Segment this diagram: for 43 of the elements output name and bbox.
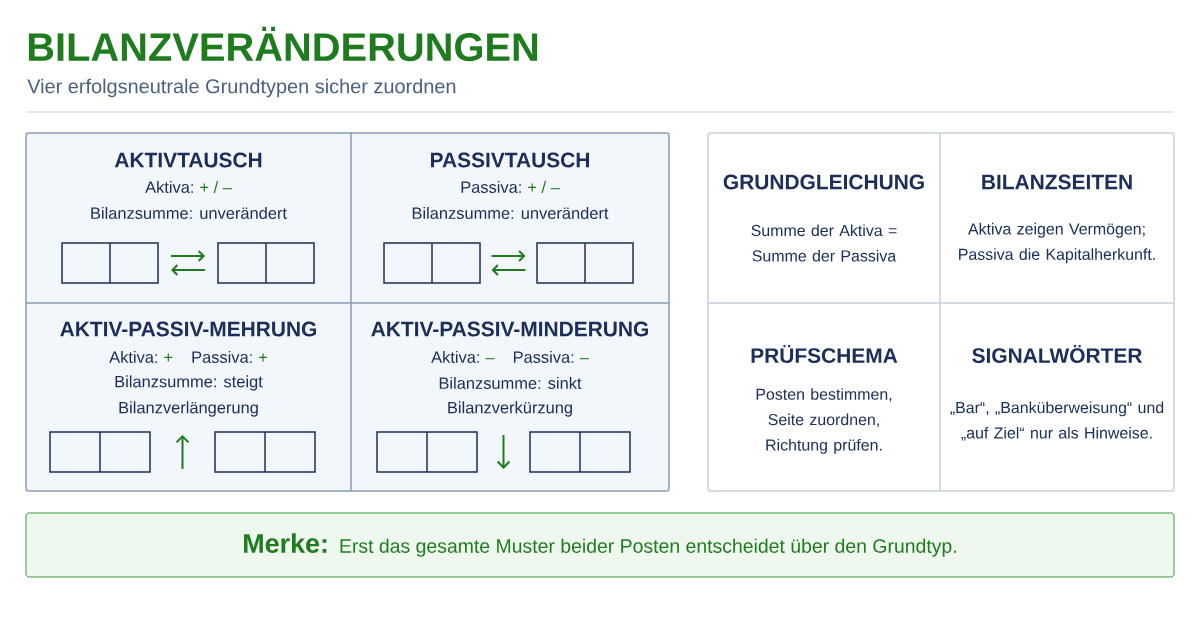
body-text: Aktiva: bbox=[431, 350, 479, 364]
cell-heading: SIGNALWÖRTER bbox=[972, 344, 1142, 364]
body-text: „Bar“, „Banküberweisung“ und „auf Ziel“ nur als Hinweise. bbox=[950, 401, 1164, 441]
body-text: Passiva: bbox=[513, 350, 574, 364]
cell-heading: PRÜFSCHEMA bbox=[751, 344, 898, 364]
grid-cell bbox=[350, 302, 670, 492]
cell-heading: AKTIVTAUSCH bbox=[114, 152, 262, 168]
grid-cell bbox=[707, 132, 941, 304]
note-text: Erst das gesamte Muster beider Posten entscheidet über den Grundtyp. bbox=[340, 538, 956, 557]
sign-symbol: – bbox=[485, 358, 495, 360]
grid-cell bbox=[350, 132, 670, 304]
body-text: Bilanzverkürzung bbox=[448, 401, 572, 417]
grid-cell bbox=[25, 132, 352, 304]
body-text: Passiva: bbox=[461, 180, 521, 194]
body-text: Bilanzsumme: sinkt bbox=[439, 376, 582, 390]
body-text: Passiva: bbox=[192, 350, 252, 364]
body-text: Aktiva: bbox=[145, 180, 193, 194]
body-text: Summe der Aktiva = Summe der Passiva bbox=[751, 224, 897, 262]
grid-cell bbox=[939, 302, 1175, 492]
sign-symbol: – bbox=[579, 358, 589, 360]
sign-symbol: + / – bbox=[528, 180, 560, 194]
sign-symbol: + / – bbox=[200, 180, 232, 194]
subtitle: Vier erfolgsneutrale Grundtypen sicher zuordnen bbox=[27, 78, 456, 98]
body-text: Aktiva zeigen Vermögen; Passiva die Kapitalherkunft. bbox=[959, 222, 1155, 264]
body-text: Posten bestimmen, Seite zuordnen, Richtung prüfen. bbox=[756, 388, 892, 454]
cell-heading: AKTIV-PASSIV-MEHRUNG bbox=[60, 321, 317, 337]
cell-heading: BILANZSEITEN bbox=[982, 174, 1132, 190]
grid-cell bbox=[707, 302, 941, 492]
sign-symbol: + bbox=[259, 353, 267, 362]
cell-heading: GRUNDGLEICHUNG bbox=[723, 174, 924, 190]
grid-cell bbox=[939, 132, 1175, 304]
body-text: Bilanzsumme: steigt bbox=[115, 375, 263, 391]
title: BILANZVERÄNDERUNGEN bbox=[28, 26, 538, 62]
body-text: Bilanzsumme: unverändert bbox=[412, 206, 609, 220]
note-box bbox=[25, 512, 1175, 578]
sign-symbol: + bbox=[164, 353, 173, 362]
note-label: Merke: bbox=[244, 533, 327, 553]
cell-heading: AKTIV-PASSIV-MINDERUNG bbox=[371, 321, 648, 337]
grid-cell bbox=[25, 302, 352, 492]
body-text: Aktiva: bbox=[109, 350, 157, 364]
body-text: Bilanzsumme: unverändert bbox=[91, 206, 287, 220]
cell-heading: PASSIVTAUSCH bbox=[431, 152, 589, 168]
body-text: Bilanzverlängerung bbox=[119, 401, 258, 417]
